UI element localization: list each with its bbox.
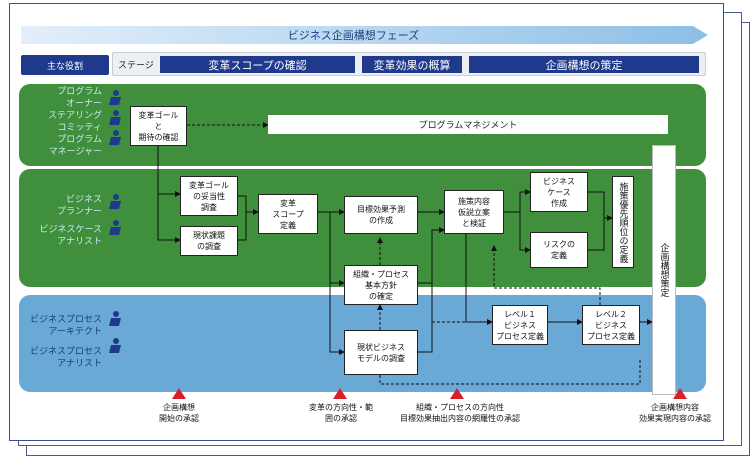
target-effect-box: 目標効果予測 の作成 — [344, 196, 418, 234]
final-plan-label: 企画構想策定 — [658, 243, 669, 297]
role-label: オーナー — [65, 99, 102, 109]
milestone-markers — [172, 388, 687, 399]
milestone-label: 企画構想 開始の承認 — [159, 403, 199, 423]
person-icon — [109, 90, 121, 105]
measures-box: 施策内容 仮説立案 と検証 — [444, 190, 504, 234]
role-label: ビジネスケース — [39, 225, 102, 235]
person-icon — [109, 130, 121, 145]
role-label: ステアリング — [47, 111, 102, 121]
person-icon — [109, 311, 121, 326]
risk-definition-box: リスクの 定義 — [530, 232, 588, 268]
role-label: マネージャー — [48, 147, 102, 157]
role-label: プログラム — [57, 87, 102, 97]
milestone-label: 変革の方向性・範 囲の承認 — [309, 403, 373, 423]
goal-confirm-box: 変革ゴール と 期待の確認 — [130, 106, 187, 146]
person-icon — [109, 220, 121, 235]
final-plan-box: 企画構想策定 — [652, 145, 676, 395]
org-process-box: 組織・プロセス 基本方針 の確定 — [344, 265, 418, 305]
role-label: アナリスト — [57, 237, 102, 247]
role-label: プランナー — [56, 207, 102, 217]
milestone-label: 企画構想内容 効果実現内容の承認 — [639, 403, 711, 423]
business-case-box: ビジネス ケース 作成 — [530, 172, 588, 212]
priority-label: 施策優先順位の定義 — [617, 181, 628, 263]
program-management-bar: プログラムマネジメント — [268, 115, 668, 134]
priority-box: 施策優先順位の定義 — [612, 176, 634, 268]
roles-label: 主な役割 — [21, 55, 109, 75]
milestone-triangle — [333, 388, 347, 399]
phase-arrow — [21, 26, 708, 44]
current-issues-box: 現状課題 の調査 — [180, 226, 238, 256]
stage-effect: 変革効果の概算 — [362, 56, 462, 73]
milestone-label: 組織・プロセスの方向性 目標効果抽出内容の網羅性の承認 — [400, 403, 520, 423]
stage-label: ステージ — [118, 60, 154, 71]
person-icon — [109, 194, 121, 209]
milestone-triangle — [673, 388, 687, 399]
role-label: アーキテクト — [48, 327, 102, 337]
role-label: ビジネスプロセス — [29, 315, 102, 325]
role-label: ビジネスプロセス — [29, 347, 102, 357]
goal-validity-box: 変革ゴール の妥当性 調査 — [180, 176, 238, 216]
scope-definition-box: 変革 スコープ 定義 — [258, 194, 318, 234]
person-icon — [109, 338, 121, 353]
milestone-triangle — [172, 388, 186, 399]
phase-title: ビジネス企画構想フェーズ — [287, 29, 420, 42]
level2-box: レベル２ ビジネス プロセス定義 — [582, 305, 640, 345]
role-label: コミッティ — [57, 123, 102, 133]
person-icons — [109, 90, 121, 353]
role-label: プログラム — [57, 135, 102, 145]
person-icon — [109, 110, 121, 125]
milestone-triangle — [450, 388, 464, 399]
current-model-box: 現状ビジネス モデルの調査 — [344, 330, 418, 375]
role-label: アナリスト — [57, 359, 102, 369]
stage-scope: 変革スコープの確認 — [160, 56, 355, 73]
role-label: ビジネス — [65, 195, 102, 205]
stage-plan: 企画構想の策定 — [469, 56, 699, 73]
level1-box: レベル１ ビジネス プロセス定義 — [492, 305, 548, 345]
